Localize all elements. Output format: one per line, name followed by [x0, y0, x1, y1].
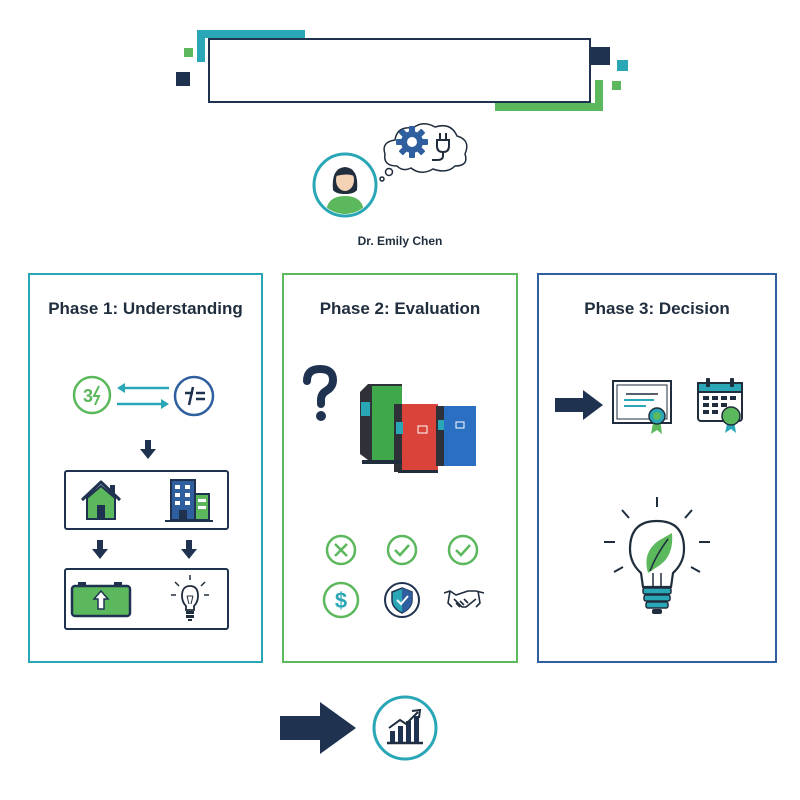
calendar-award-icon [695, 376, 747, 434]
svg-text:3: 3 [83, 386, 93, 406]
building-icon [163, 476, 215, 524]
plug-icon [428, 130, 458, 162]
phase-1-panel: Phase 1: Understanding [28, 273, 263, 663]
check-circle-icon [386, 534, 418, 566]
lightbulb-icon [170, 574, 210, 624]
three-phase-icon: 3 [72, 375, 112, 415]
person-name: Dr. Emily Chen [357, 234, 443, 248]
person-avatar-icon [310, 150, 380, 220]
question-mark-icon [300, 365, 340, 425]
exchange-arrows [115, 381, 171, 411]
title-banner [208, 38, 591, 103]
phase-2-title: Phase 2: Evaluation [319, 299, 481, 318]
growth-chart-icon [370, 693, 440, 763]
inverter-icon [358, 382, 480, 474]
building-type-box [64, 470, 229, 530]
gear-icon [395, 125, 429, 159]
shield-icon [383, 581, 421, 619]
certificate-icon [610, 378, 676, 436]
load-type-box [64, 568, 229, 630]
battery-icon [70, 580, 132, 618]
dc-icon [173, 375, 215, 417]
phase-1-title: Phase 1: Understanding [48, 299, 243, 318]
down-arrow-3 [181, 540, 197, 560]
header-decoration [0, 0, 800, 120]
arrow-right-icon [280, 700, 358, 756]
phase-3-title: Phase 3: Decision [584, 299, 730, 318]
handshake-icon [442, 585, 486, 615]
down-arrow-2 [92, 540, 108, 560]
arrow-right-icon [555, 388, 605, 422]
eco-lightbulb-icon [600, 495, 714, 617]
house-icon [78, 478, 124, 522]
down-arrow-1 [140, 440, 156, 460]
cross-circle-icon [325, 534, 357, 566]
check-circle-icon [447, 534, 479, 566]
svg-text:$: $ [335, 588, 347, 613]
dollar-icon: $ [322, 581, 360, 619]
